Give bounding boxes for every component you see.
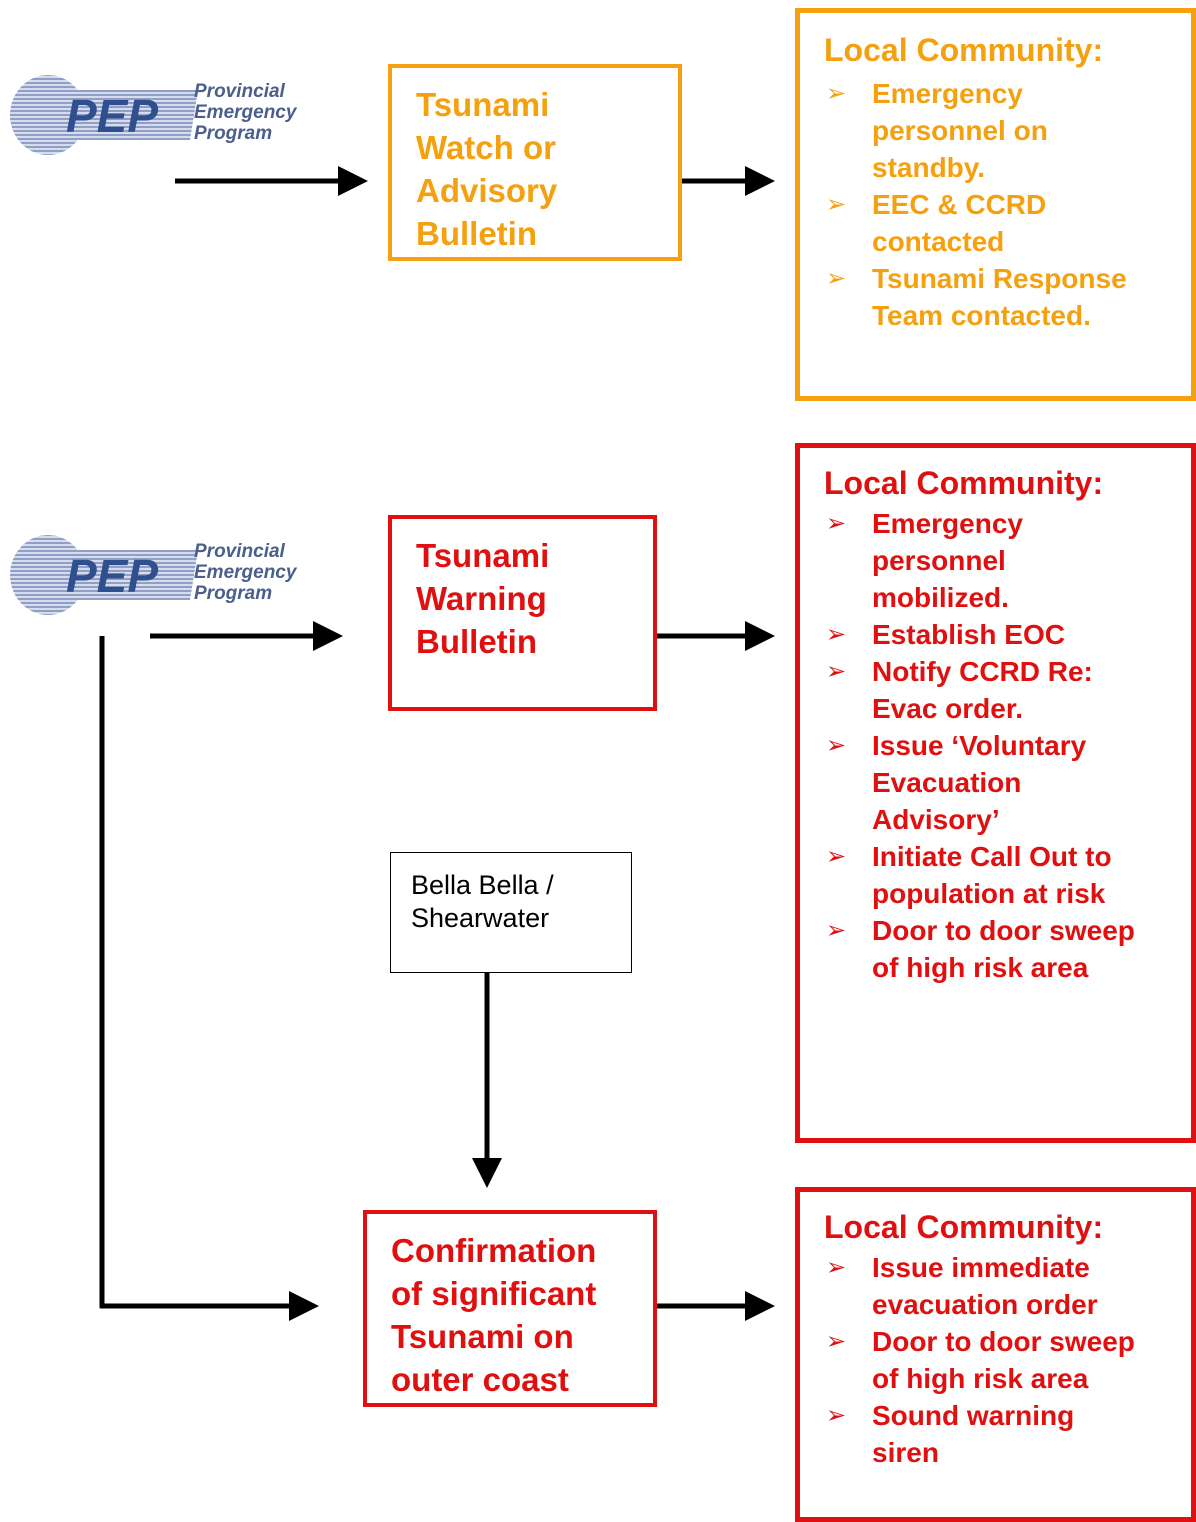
warning-bulletin-box: Tsunami Warning Bulletin	[388, 515, 657, 711]
list-item: ➢ Initiate Call Out to population at ris…	[820, 838, 1135, 912]
arrow-bullet-icon: ➢	[826, 658, 847, 685]
pep-logo-middle: PEP Provincial Emergency Program	[8, 530, 318, 620]
watch-advisory-bulletin-box: Tsunami Watch or Advisory Bulletin	[388, 64, 682, 261]
arrow-bullet-icon: ➢	[826, 1254, 847, 1281]
community-watch-list: ➢ Emergency personnel on standby. ➢ EEC …	[820, 75, 1127, 334]
pep-logo-mark-icon: PEP	[10, 75, 198, 155]
list-item: ➢ EEC & CCRD contacted	[820, 186, 1127, 260]
watch-line-1: Tsunami	[416, 86, 550, 123]
source-location-box: Bella Bella / Shearwater	[390, 852, 632, 973]
confirmation-line-2: of significant	[391, 1275, 597, 1312]
list-item: ➢ Emergency personnel mobilized.	[820, 505, 1135, 616]
community-warning-title: Local Community:	[824, 465, 1104, 501]
watch-line-2: Watch or	[416, 129, 556, 166]
community-warning-list: ➢ Emergency personnel mobilized. ➢ Estab…	[820, 505, 1135, 986]
list-item: ➢ Establish EOC	[820, 616, 1135, 653]
warning-line-3: Bulletin	[416, 623, 537, 660]
watch-line-3: Advisory	[416, 172, 558, 209]
warning-line-1: Tsunami	[416, 537, 550, 574]
pep-logo-mark-icon: PEP	[10, 535, 198, 615]
community-watch-title: Local Community:	[824, 32, 1104, 68]
confirmation-line-4: outer coast	[391, 1361, 569, 1398]
arrow-bullet-icon: ➢	[826, 265, 847, 292]
community-confirmation-box: Local Community: ➢ Issue immediate evacu…	[795, 1187, 1196, 1522]
source-line-2: Shearwater	[411, 903, 550, 933]
logo-text-provincial: Provincial	[194, 81, 285, 102]
arrow-bullet-icon: ➢	[826, 732, 847, 759]
arrow-bullet-icon: ➢	[826, 917, 847, 944]
arrow-bullet-icon: ➢	[826, 1328, 847, 1355]
list-item: ➢ Emergency personnel on standby.	[820, 75, 1127, 186]
arrow-bullet-icon: ➢	[826, 510, 847, 537]
logo-text-emergency: Emergency	[194, 102, 297, 123]
arrow-bullet-icon: ➢	[826, 621, 847, 648]
logo-text-emergency: Emergency	[194, 562, 297, 583]
logo-text-program: Program	[194, 583, 273, 604]
svg-text:PEP: PEP	[66, 90, 158, 142]
community-warning-box: Local Community: ➢ Emergency personnel m…	[795, 443, 1196, 1143]
list-item: ➢ Tsunami Response Team contacted.	[820, 260, 1127, 334]
arrow-bullet-icon: ➢	[826, 843, 847, 870]
confirmation-line-3: Tsunami on	[391, 1318, 574, 1355]
community-confirmation-list: ➢ Issue immediate evacuation order ➢ Doo…	[820, 1249, 1135, 1471]
warning-line-2: Warning	[416, 580, 547, 617]
list-item: ➢ Door to door sweep of high risk area	[820, 1323, 1135, 1397]
logo-text-provincial: Provincial	[194, 541, 285, 562]
arrow-bullet-icon: ➢	[826, 80, 847, 107]
arrow-bullet-icon: ➢	[826, 1402, 847, 1429]
confirmation-box: Confirmation of significant Tsunami on o…	[363, 1210, 657, 1407]
community-watch-box: Local Community: ➢ Emergency personnel o…	[795, 8, 1196, 401]
watch-line-4: Bulletin	[416, 215, 537, 252]
source-line-1: Bella Bella /	[411, 870, 554, 900]
list-item: ➢ Notify CCRD Re: Evac order.	[820, 653, 1135, 727]
list-item: ➢ Issue immediate evacuation order	[820, 1249, 1135, 1323]
confirmation-line-1: Confirmation	[391, 1232, 597, 1269]
list-item: ➢ Issue ‘Voluntary Evacuation Advisory’	[820, 727, 1135, 838]
list-item: ➢ Door to door sweep of high risk area	[820, 912, 1135, 986]
logo-text-program: Program	[194, 123, 273, 144]
arrow-bullet-icon: ➢	[826, 191, 847, 218]
svg-text:PEP: PEP	[66, 550, 158, 602]
community-confirmation-title: Local Community:	[824, 1209, 1104, 1245]
pep-logo-top: PEP Provincial Emergency Program	[8, 70, 318, 160]
list-item: ➢ Sound warning siren	[820, 1397, 1135, 1471]
